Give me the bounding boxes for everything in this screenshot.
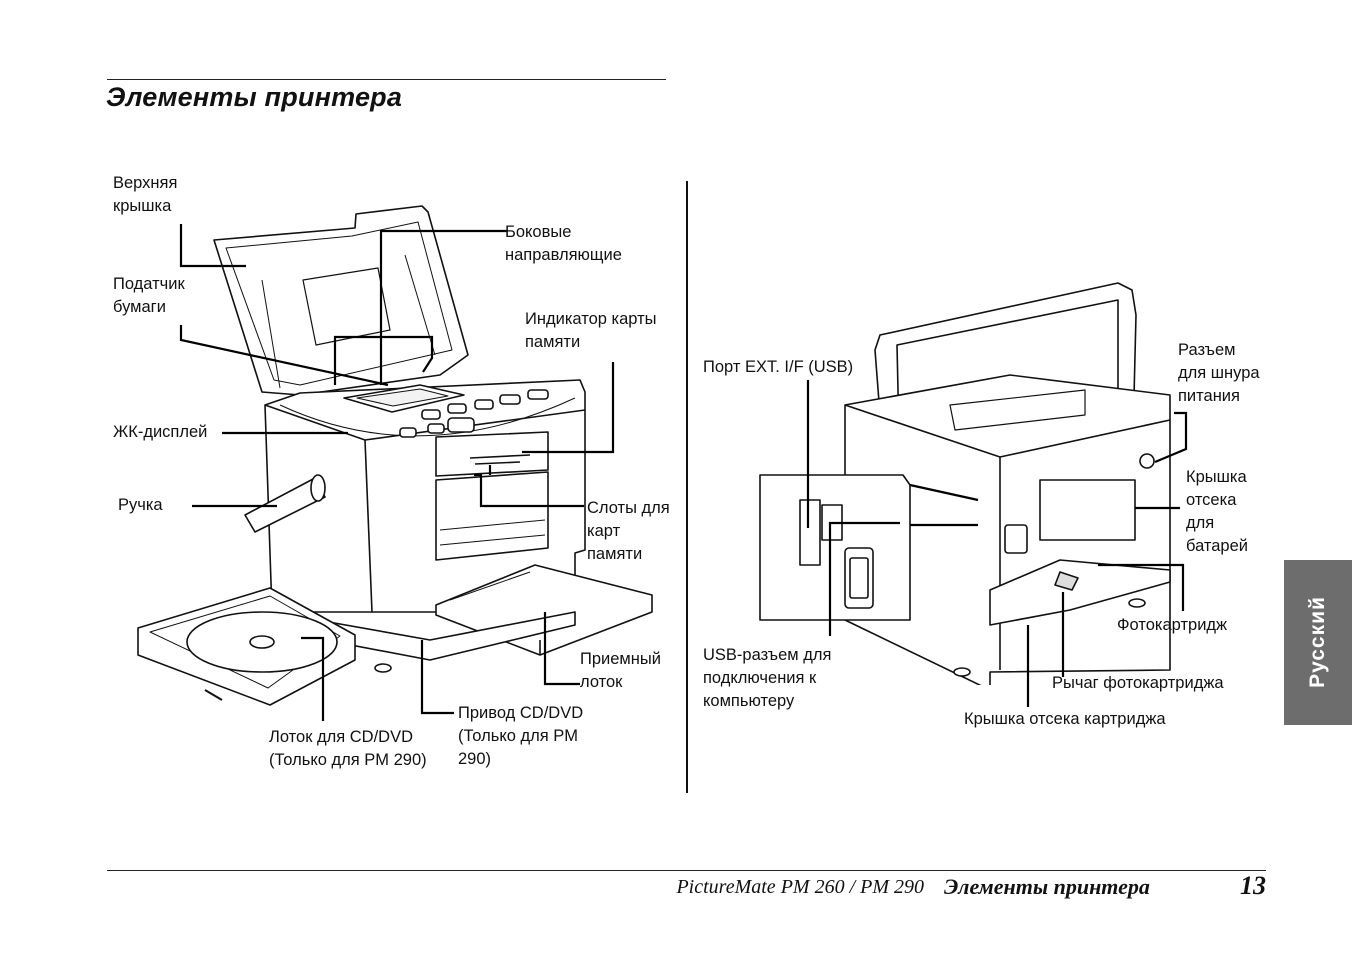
label-handle: Ручка [118, 496, 163, 514]
header-rule [107, 79, 666, 80]
label-cartridge-cover: Крышка отсека картриджа [964, 710, 1166, 728]
language-tab-label: Русский [1306, 596, 1329, 688]
label-ext-port: Порт EXT. I/F (USB) [703, 358, 854, 376]
label-card-slots: Слоты для карт памяти [587, 499, 670, 563]
label-lcd: ЖК-дисплей [113, 423, 208, 441]
language-tab: Русский [1284, 560, 1352, 725]
label-top-cover: Верхняя крышка [113, 174, 178, 215]
label-cartridge-lever: Рычаг фотокартриджа [1052, 674, 1224, 692]
footer-model: PictureMate PM 260 / PM 290 [676, 876, 924, 898]
label-battery-cover: Крышка отсека для батарей [1186, 468, 1249, 555]
label-usb-connector: USB-разъем для подключения к компьютеру [703, 646, 832, 710]
label-power-connector: Разъем для шнура питания [1178, 341, 1260, 405]
label-side-guides: Боковые направляющие [505, 223, 622, 264]
page-title: Элементы принтера [106, 82, 403, 112]
footer-rule [107, 870, 1266, 871]
label-cd-drive: Привод CD/DVD (Только для PM 290) [458, 704, 584, 768]
label-photo-cartridge: Фотокартридж [1117, 616, 1228, 634]
label-output-tray: Приемный лоток [580, 650, 661, 691]
footer-section-title: Элементы принтера [944, 874, 1150, 899]
label-memory-card-indicator: Индикатор карты памяти [525, 310, 657, 351]
label-paper-feeder: Податчик бумаги [113, 275, 185, 316]
printer-back-illustration [759, 282, 1171, 685]
column-divider [686, 181, 688, 793]
page-number: 13 [1240, 871, 1266, 900]
label-cd-tray: Лоток для CD/DVD (Только для PM 290) [269, 728, 427, 769]
